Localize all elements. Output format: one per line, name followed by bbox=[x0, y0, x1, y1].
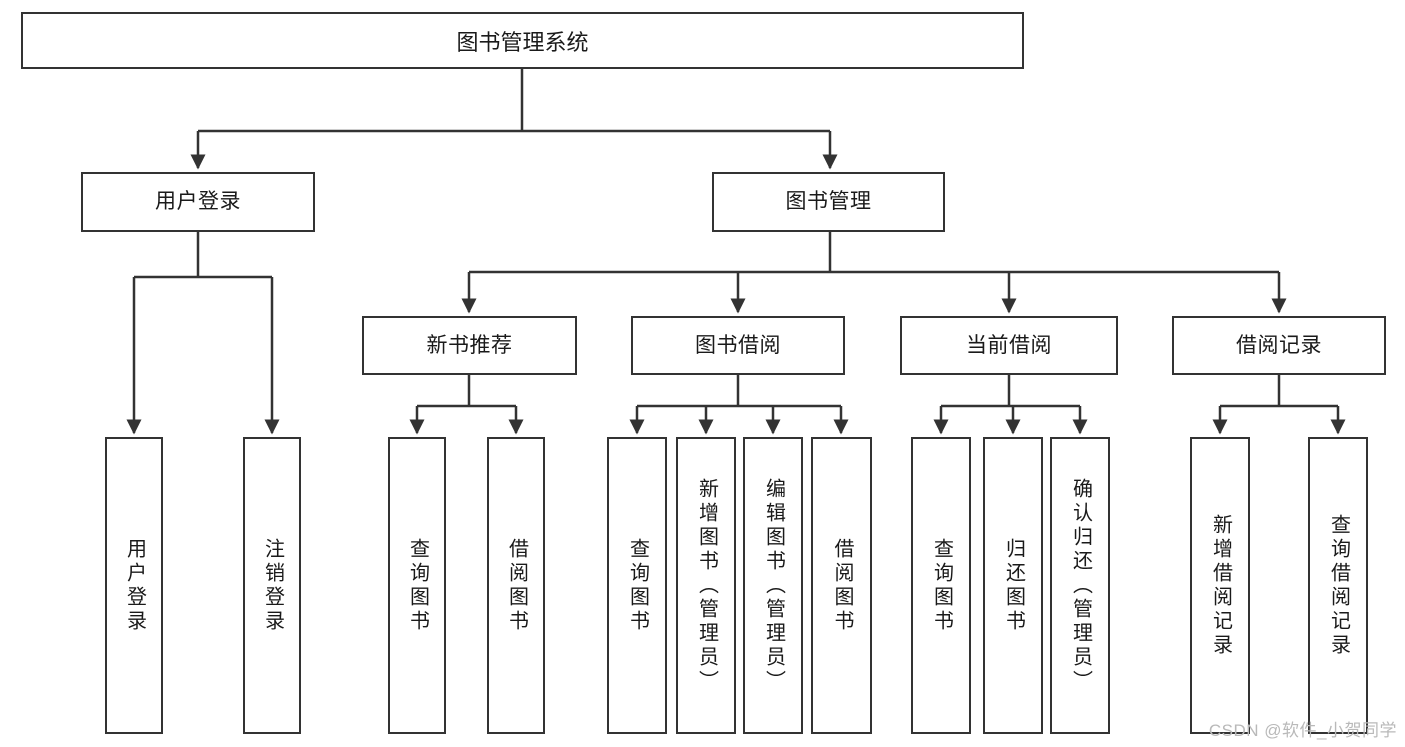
leaf-newbook-query-book-label: 查询图书 bbox=[406, 537, 429, 634]
leaf-user-login-label: 用户登录 bbox=[123, 537, 146, 634]
leaf-current-confirm-return-admin-label: 确认归还（管理员） bbox=[1069, 477, 1092, 694]
node-borrow-record-label: 借阅记录 bbox=[1236, 333, 1322, 357]
leaf-borrow-lend-book[interactable]: 借阅图书 bbox=[811, 437, 872, 734]
leaf-borrow-lend-book-label: 借阅图书 bbox=[831, 537, 853, 634]
leaf-record-query-borrow-record[interactable]: 查询借阅记录 bbox=[1308, 437, 1368, 734]
leaf-borrow-query-book-label: 查询图书 bbox=[626, 537, 649, 634]
leaf-user-logout[interactable]: 注销登录 bbox=[243, 437, 301, 734]
leaf-record-query-borrow-record-label: 查询借阅记录 bbox=[1327, 513, 1350, 658]
node-book-borrow[interactable]: 图书借阅 bbox=[631, 316, 845, 375]
node-borrow-record[interactable]: 借阅记录 bbox=[1172, 316, 1386, 375]
leaf-current-return-book[interactable]: 归还图书 bbox=[983, 437, 1043, 734]
node-root-label: 图书管理系统 bbox=[456, 29, 589, 55]
leaf-borrow-add-book-admin[interactable]: 新增图书（管理员） bbox=[676, 437, 736, 734]
node-new-book-recommend[interactable]: 新书推荐 bbox=[362, 316, 577, 375]
leaf-current-confirm-return-admin[interactable]: 确认归还（管理员） bbox=[1050, 437, 1110, 734]
leaf-newbook-borrow-book[interactable]: 借阅图书 bbox=[487, 437, 545, 734]
node-current-borrow[interactable]: 当前借阅 bbox=[900, 316, 1118, 375]
leaf-user-logout-label: 注销登录 bbox=[261, 537, 284, 634]
leaf-borrow-edit-book-admin-label: 编辑图书（管理员） bbox=[762, 477, 785, 694]
leaf-user-login[interactable]: 用户登录 bbox=[105, 437, 163, 734]
leaf-borrow-edit-book-admin[interactable]: 编辑图书（管理员） bbox=[743, 437, 803, 734]
leaf-borrow-add-book-admin-label: 新增图书（管理员） bbox=[695, 477, 718, 694]
watermark-text: CSDN @软件_小贺同学 bbox=[1208, 721, 1397, 740]
node-root[interactable]: 图书管理系统 bbox=[21, 12, 1024, 69]
node-user-login[interactable]: 用户登录 bbox=[81, 172, 315, 232]
leaf-newbook-borrow-book-label: 借阅图书 bbox=[505, 537, 528, 634]
leaf-newbook-query-book[interactable]: 查询图书 bbox=[388, 437, 446, 734]
leaf-current-query-book[interactable]: 查询图书 bbox=[911, 437, 971, 734]
node-book-borrow-label: 图书借阅 bbox=[695, 333, 781, 357]
node-new-book-recommend-label: 新书推荐 bbox=[426, 333, 513, 357]
leaf-current-query-book-label: 查询图书 bbox=[930, 537, 953, 634]
node-book-management-label: 图书管理 bbox=[785, 190, 872, 214]
leaf-borrow-query-book[interactable]: 查询图书 bbox=[607, 437, 667, 734]
leaf-current-return-book-label: 归还图书 bbox=[1002, 537, 1025, 634]
leaf-record-add-borrow-record[interactable]: 新增借阅记录 bbox=[1190, 437, 1250, 734]
node-current-borrow-label: 当前借阅 bbox=[966, 333, 1052, 357]
leaf-record-add-borrow-record-label: 新增借阅记录 bbox=[1209, 513, 1232, 658]
node-user-login-label: 用户登录 bbox=[155, 190, 241, 214]
node-book-management[interactable]: 图书管理 bbox=[712, 172, 945, 232]
